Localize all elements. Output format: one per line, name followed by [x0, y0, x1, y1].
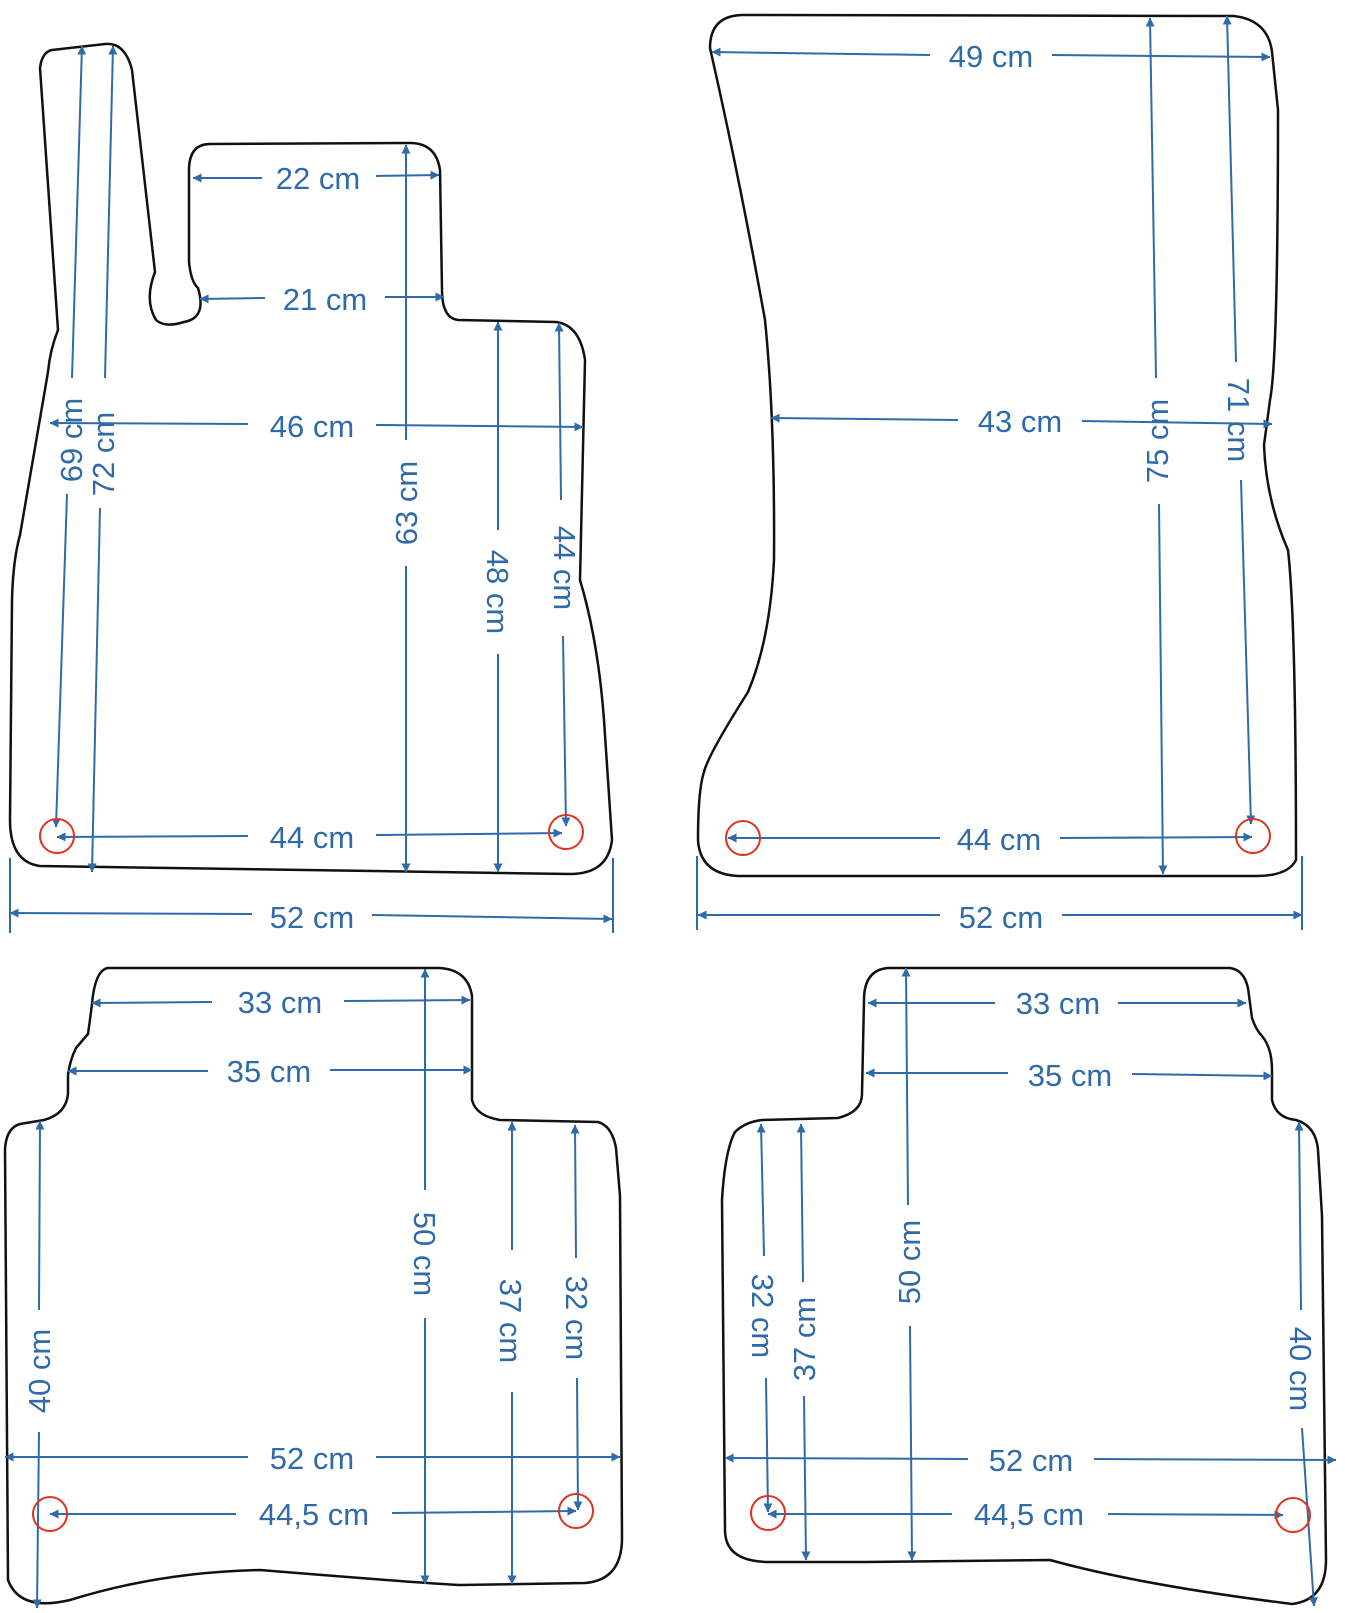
- front-right-clip-right: [1235, 818, 1271, 854]
- front-left-height-44-label: 44 cm: [547, 526, 582, 610]
- rear-right-clip-left: [750, 1495, 786, 1531]
- front-left-width-46-label: 46 cm: [270, 409, 354, 444]
- rear-right-height-50-label: 50 cm: [892, 1220, 927, 1304]
- rear-left-height-32-label: 32 cm: [559, 1276, 594, 1360]
- front-right-clip-left: [725, 820, 761, 856]
- rear-right-width-44-5-label: 44,5 cm: [974, 1497, 1084, 1532]
- front-left-clip-left: [39, 818, 75, 854]
- front-left-height-63-label: 63 cm: [389, 461, 424, 545]
- front-left-clip-right: [548, 814, 584, 850]
- rear-left-height-37-label: 37 cm: [493, 1279, 528, 1363]
- front-right-height-71-label: 71 cm: [1221, 378, 1256, 462]
- front-left-mat: 22 cm 21 cm 46 cm 44 cm 52 cm 69 cm 72 c…: [8, 42, 614, 935]
- rear-right-width-52-label: 52 cm: [989, 1443, 1073, 1478]
- rear-left-height-50-label: 50 cm: [407, 1212, 442, 1296]
- rear-right-width-35-label: 35 cm: [1028, 1058, 1112, 1093]
- front-right-width-52-label: 52 cm: [959, 900, 1043, 935]
- front-right-width-44-label: 44 cm: [957, 822, 1041, 857]
- front-left-mat-outline: [8, 42, 614, 876]
- front-left-width-52-label: 52 cm: [270, 900, 354, 935]
- front-left-height-72-label: 72 cm: [86, 412, 121, 496]
- rear-left-clip-left: [32, 1496, 68, 1532]
- front-right-height-75-label: 75 cm: [1140, 399, 1175, 483]
- rear-left-width-52-label: 52 cm: [270, 1441, 354, 1476]
- front-left-width-22-label: 22 cm: [276, 161, 360, 196]
- rear-left-width-35-label: 35 cm: [227, 1054, 311, 1089]
- rear-right-mat: 33 cm 35 cm 52 cm 44,5 cm 32 cm 37 cm 50…: [720, 966, 1337, 1607]
- rear-right-mat-outline: [720, 966, 1328, 1606]
- rear-right-clip-right: [1275, 1497, 1311, 1533]
- front-right-mat-outline: [696, 13, 1298, 878]
- rear-left-height-40-label: 40 cm: [22, 1329, 57, 1413]
- front-right-width-43-label: 43 cm: [978, 404, 1062, 439]
- rear-left-clip-right: [558, 1493, 594, 1529]
- front-left-width-21-label: 21 cm: [283, 282, 367, 317]
- rear-right-height-40-label: 40 cm: [1283, 1327, 1318, 1411]
- rear-left-width-44-5-label: 44,5 cm: [259, 1497, 369, 1532]
- front-left-height-48-label: 48 cm: [480, 550, 515, 634]
- rear-right-height-37-label: 37 cm: [787, 1297, 822, 1381]
- front-left-width-44-label: 44 cm: [270, 820, 354, 855]
- rear-left-mat: 33 cm 35 cm 52 cm 44,5 cm 40 cm 50 cm 37…: [3, 966, 624, 1609]
- rear-left-width-33-label: 33 cm: [238, 985, 322, 1020]
- rear-right-height-32-label: 32 cm: [745, 1274, 780, 1358]
- rear-left-mat-outline: [3, 966, 624, 1605]
- front-right-mat: 49 cm 43 cm 44 cm 52 cm 75 cm 71 cm: [696, 13, 1303, 935]
- front-right-width-49-label: 49 cm: [949, 39, 1033, 74]
- rear-right-width-33-label: 33 cm: [1016, 986, 1100, 1021]
- front-left-height-69-label: 69 cm: [54, 398, 89, 482]
